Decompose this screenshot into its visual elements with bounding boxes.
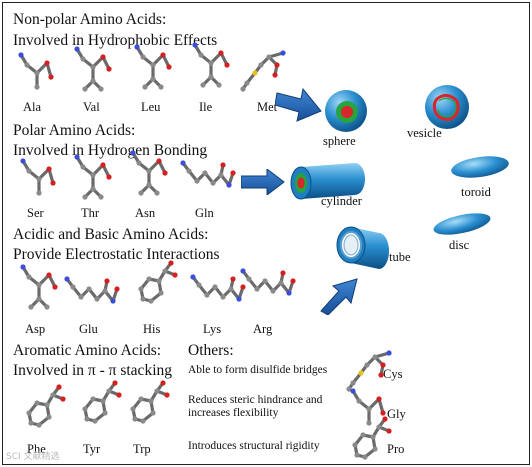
molecule-ser-icon <box>20 158 56 196</box>
molecule-his-icon <box>138 260 178 304</box>
toroid-label: toroid <box>461 185 491 199</box>
residue-label-asn: Asn <box>135 206 156 220</box>
residue-label-ser: Ser <box>27 206 44 220</box>
molecule-val-icon <box>74 46 112 92</box>
residue-label-leu: Leu <box>141 100 161 114</box>
sphere-icon <box>325 90 367 132</box>
aromatic-title: Aromatic Amino Acids: <box>13 342 162 359</box>
tube-label: tube <box>389 250 411 264</box>
residue-label-ala: Ala <box>23 100 42 114</box>
residue-label-gln: Gln <box>195 206 214 220</box>
residue-label-tyr: Tyr <box>83 442 101 456</box>
residue-label-pro: Pro <box>387 442 405 456</box>
tube-icon <box>336 226 389 269</box>
residue-label-gly: Gly <box>387 407 406 421</box>
residue-label-glu: Glu <box>79 322 98 336</box>
molecule-leu-icon <box>134 44 172 90</box>
toroid-icon <box>451 156 509 178</box>
molecule-glu-icon <box>64 276 120 304</box>
polar-subtitle: Involved in Hydrogen Bonding <box>13 142 208 159</box>
molecule-thr-icon <box>74 154 112 200</box>
sphere-label: sphere <box>323 134 356 148</box>
vesicle-label: vesicle <box>407 126 442 140</box>
residue-label-met: Met <box>257 100 278 114</box>
residue-label-val: Val <box>83 100 100 114</box>
others-desc-gly: Reduces steric hindrance and increases f… <box>188 394 323 420</box>
molecule-cys-icon <box>346 350 392 392</box>
others-desc-cys: Able to form disulfide bridges <box>188 364 328 376</box>
molecule-ala-icon <box>18 52 54 90</box>
residue-label-cys: Cys <box>383 367 403 381</box>
aromatic-subtitle: Involved in π - π stacking <box>13 362 172 379</box>
molecule-asp-icon <box>20 264 58 310</box>
nonpolar-title: Non-polar Amino Acids: <box>13 11 167 28</box>
cylinder-label: cylinder <box>321 194 362 208</box>
molecule-layer <box>18 42 392 460</box>
residue-label-arg: Arg <box>253 322 273 336</box>
residue-label-lys: Lys <box>203 322 222 336</box>
molecule-met-icon <box>240 50 286 92</box>
cylinder-icon <box>290 163 365 200</box>
molecule-trp-icon <box>130 380 170 424</box>
residue-label-his: His <box>143 322 161 336</box>
molecule-pro-icon <box>352 416 392 460</box>
watermark: SCI 文献精选 <box>6 452 60 462</box>
disc-icon <box>433 213 491 235</box>
molecule-ile-icon <box>192 42 230 88</box>
charged-subtitle: Provide Electrostatic Interactions <box>13 246 220 263</box>
molecule-gly-icon <box>350 388 386 426</box>
charged-title: Acidic and Basic Amino Acids: <box>13 226 209 243</box>
molecule-tyr-icon <box>82 380 122 424</box>
arrow-up-right-icon <box>320 278 358 315</box>
molecule-gln-icon <box>180 160 236 188</box>
molecule-phe-icon <box>26 384 66 428</box>
nonpolar-subtitle: Involved in Hydrophobic Effects <box>13 32 218 49</box>
molecule-lys-icon <box>190 274 246 302</box>
others-title: Others: <box>188 342 234 359</box>
molecule-asn-icon <box>130 150 168 196</box>
residue-label-ile: Ile <box>199 100 213 114</box>
polar-title: Polar Amino Acids: <box>13 122 136 139</box>
arrow-right-icon <box>241 169 285 195</box>
residue-label-phe: Phe <box>27 442 46 456</box>
residue-label-thr: Thr <box>81 206 100 220</box>
arrow-right-icon <box>275 87 322 122</box>
others-desc-pro: Introduces structural rigidity <box>188 440 320 452</box>
vesicle-icon <box>425 85 469 129</box>
disc-label: disc <box>449 238 470 252</box>
molecule-arg-icon <box>240 268 296 296</box>
residue-label-asp: Asp <box>25 322 46 336</box>
residue-label-trp: Trp <box>133 442 151 456</box>
